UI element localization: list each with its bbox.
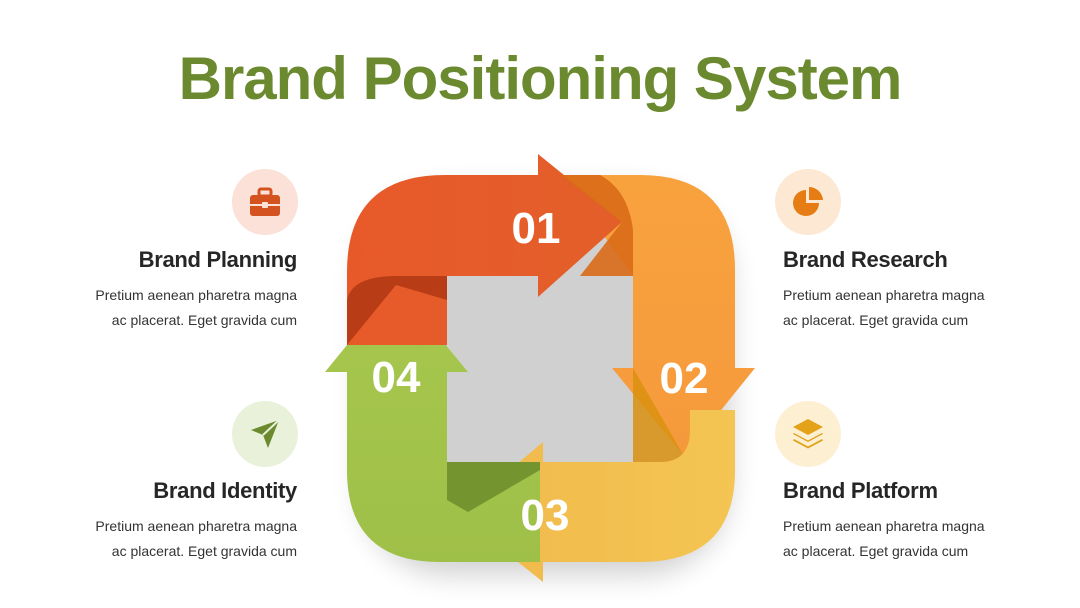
pie-chart-icon [775,169,841,235]
page-title: Brand Positioning System [178,45,903,112]
step-title: Brand Platform [783,478,938,503]
step-title: Brand Planning [138,247,298,272]
step-brand-platform: Brand Platform Pretium aenean pharetra m… [783,478,1023,564]
step-number-04: 04 [372,353,421,402]
step-brand-research: Brand Research Pretium aenean pharetra m… [783,247,1023,333]
step-brand-identity: Brand Identity Pretium aenean pharetra m… [57,478,297,564]
layers-icon [775,401,841,467]
segment-01 [347,154,633,345]
step-number-01: 01 [512,204,561,253]
cycle-diagram: 01 02 03 04 [325,154,755,582]
step-number-03: 03 [521,491,570,540]
send-icon [232,401,298,467]
step-title: Brand Research [783,247,948,272]
segment-02 [560,175,755,462]
segment-04 [325,285,540,562]
step-brand-planning: Brand Planning Pretium aenean pharetra m… [57,247,297,333]
briefcase-icon [232,169,298,235]
step-number-02: 02 [660,354,709,403]
step-title: Brand Identity [153,478,297,503]
